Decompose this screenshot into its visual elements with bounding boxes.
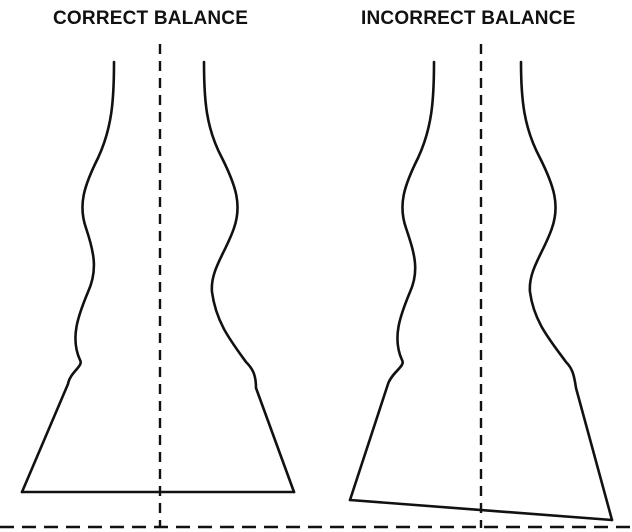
incorrect-left-outline [348, 60, 436, 502]
correct-right-outline [202, 60, 296, 494]
incorrect-balance-panel [348, 44, 614, 528]
correct-balance-title: CORRECT BALANCE [53, 8, 249, 29]
correct-left-outline [20, 60, 116, 494]
incorrect-hemline [348, 498, 614, 522]
correct-balance-panel [20, 44, 296, 528]
incorrect-right-outline [519, 60, 614, 522]
incorrect-balance-title: INCORRECT BALANCE [361, 8, 576, 29]
